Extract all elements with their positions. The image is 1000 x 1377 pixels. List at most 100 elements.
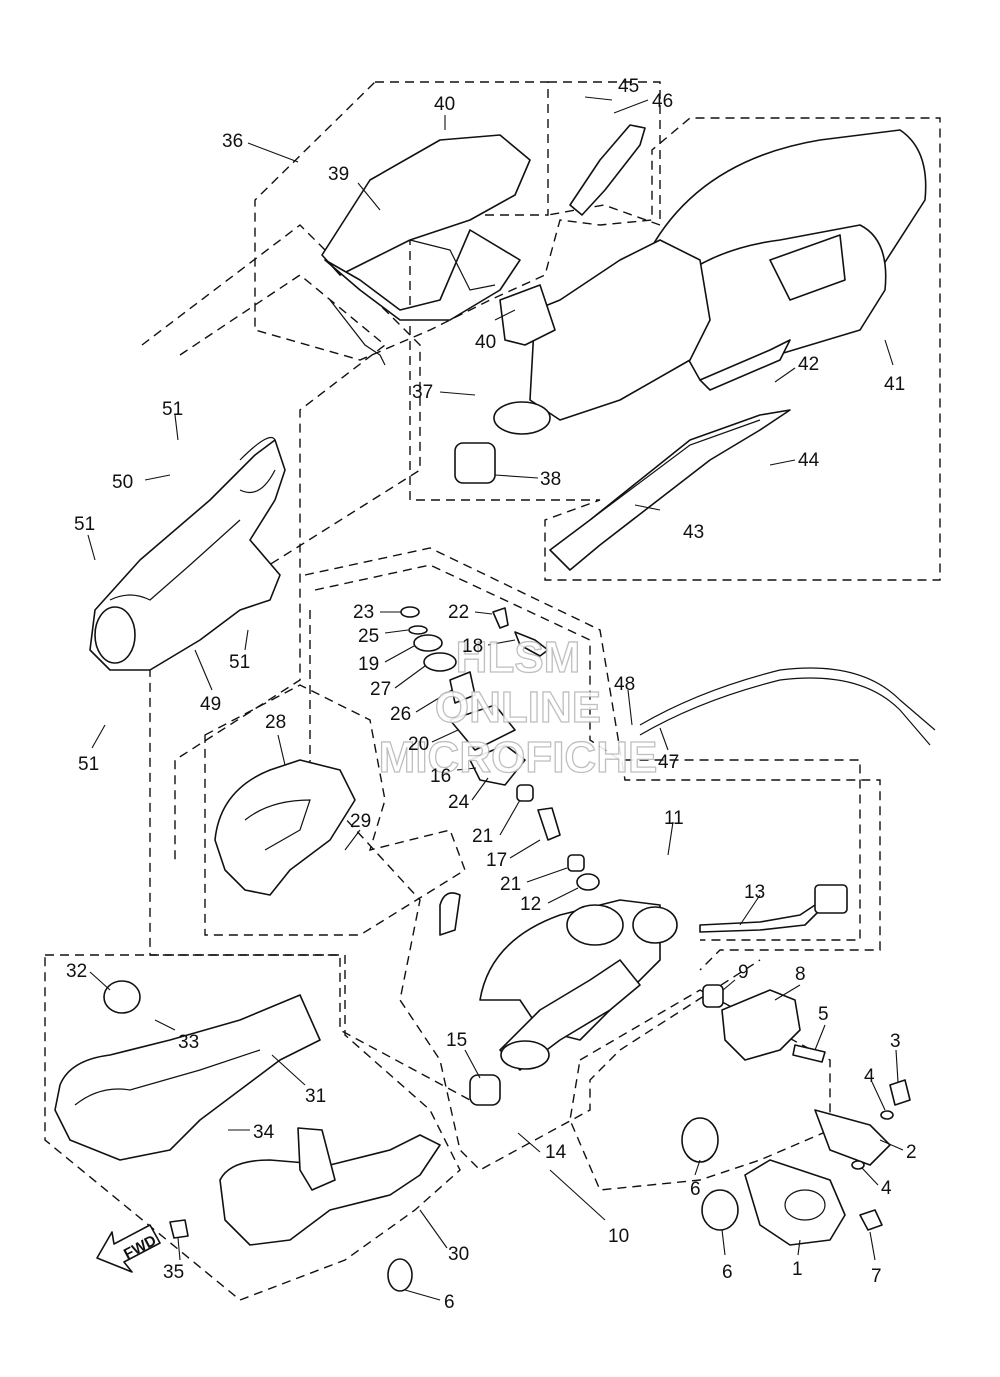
leader-6b (721, 1229, 726, 1256)
stay-bracket-43 (549, 409, 791, 571)
leader-51d (91, 724, 106, 749)
callout-18: 18 (462, 636, 483, 657)
callout-3: 3 (890, 1031, 901, 1052)
callout-14: 14 (545, 1142, 567, 1163)
bushing-21-upper (516, 784, 534, 802)
silencer-stay-46 (569, 124, 646, 216)
box-valve (304, 547, 881, 971)
hanger-ring (439, 892, 461, 936)
o2-sensor-13 (699, 904, 821, 933)
bolt-5 (792, 1044, 826, 1063)
leader-50 (144, 474, 171, 481)
callout-23: 23 (353, 602, 374, 623)
muffler-cover-end (94, 606, 136, 664)
leader-39 (357, 182, 381, 211)
callout-45: 45 (618, 76, 639, 97)
callout-39: 39 (328, 164, 349, 185)
box-silencer-stay (547, 81, 661, 226)
callout-30: 30 (448, 1244, 469, 1265)
box-valve-inner (314, 564, 861, 941)
sensor-connector (814, 884, 848, 914)
leader-37 (439, 391, 476, 396)
leader-49 (194, 649, 213, 691)
leader-40-mid (494, 309, 516, 321)
callout-1: 1 (792, 1259, 803, 1280)
leader-3 (895, 1049, 899, 1083)
washer-4-lower (851, 1160, 865, 1170)
gasket-6-right-upper (681, 1117, 719, 1163)
protector-8 (721, 989, 801, 1061)
leader-36 (247, 142, 299, 163)
leader-31 (271, 1054, 306, 1086)
protector-28-inner (244, 799, 311, 851)
leader-9 (722, 979, 736, 991)
leader-21a (499, 799, 521, 836)
exhaust-pipe-31-inner (74, 1049, 261, 1106)
watermark-line-3: MICROFICHE (379, 733, 658, 782)
silencer-inlet-collar (499, 284, 556, 346)
leader-6c (404, 1289, 441, 1301)
leader-6a (694, 1159, 701, 1176)
heat-shield-plate-41 (769, 234, 846, 301)
leader-13 (739, 894, 761, 926)
watermark: HLSM ONLINE MICROFICHE (378, 632, 658, 782)
box-muffler-cover (174, 274, 387, 860)
callout-35: 35 (163, 1262, 184, 1283)
bushing-21-lower (567, 854, 585, 872)
box-heat-protector-upper (254, 81, 941, 581)
watermark-line-1: HLSM (456, 633, 581, 682)
bolt-3 (889, 1079, 911, 1106)
callout-6b: 6 (722, 1262, 733, 1283)
leader-4b (861, 1167, 879, 1186)
silencer-assembly (454, 124, 927, 571)
callout-24: 24 (448, 792, 470, 813)
callout-25: 25 (358, 626, 379, 647)
callout-51d: 51 (78, 754, 99, 775)
callout-38: 38 (540, 469, 561, 490)
leader-51c (244, 629, 249, 651)
callout-34: 34 (253, 1122, 275, 1143)
leader-22 (474, 611, 493, 615)
leader-43 (634, 504, 661, 511)
exhaust-pipe-10 (439, 884, 848, 1106)
leader-18 (487, 639, 516, 646)
box-protector-28 (204, 684, 466, 936)
silencer-front-can (529, 239, 711, 421)
callout-9: 9 (738, 962, 749, 983)
callout-32: 32 (66, 961, 87, 982)
callout-11: 11 (664, 808, 684, 829)
shaft-17 (537, 807, 561, 841)
pipe-clamp-11 (566, 904, 624, 946)
joint-1-bore (784, 1189, 826, 1221)
gasket-6-right-lower (701, 1189, 739, 1231)
callout-42: 42 (798, 354, 819, 375)
callout-12: 12 (520, 894, 541, 915)
callout-16: 16 (430, 766, 451, 787)
muffler-cover-49 (89, 436, 286, 671)
leader-38 (494, 474, 539, 479)
leader-20 (431, 729, 459, 743)
callout-28: 28 (265, 712, 286, 733)
leader-12 (547, 887, 579, 904)
callout-19: 19 (358, 654, 379, 675)
callout-21b: 21 (500, 874, 521, 895)
protector-28-shell (214, 759, 356, 896)
protector-39-bracket (329, 299, 386, 366)
bracket-42-plate (699, 339, 791, 391)
leader-8 (774, 984, 801, 1001)
leader-2 (879, 1139, 904, 1151)
box-silencer-guard (141, 224, 471, 1101)
protector-39-upper (321, 134, 531, 276)
callout-5: 5 (818, 1004, 829, 1025)
leader-21b (526, 867, 568, 883)
leader-17 (509, 839, 541, 859)
protector-28 (214, 759, 356, 896)
nut-23 (400, 606, 420, 618)
bushing-38 (454, 442, 496, 484)
callout-51c: 51 (229, 652, 250, 673)
fwd-arrow-icon (96, 1224, 161, 1273)
callout-26: 26 (390, 704, 411, 725)
flange-parts (681, 989, 911, 1246)
box-pipe-left (44, 954, 461, 1301)
washer-4-upper (880, 1110, 894, 1120)
